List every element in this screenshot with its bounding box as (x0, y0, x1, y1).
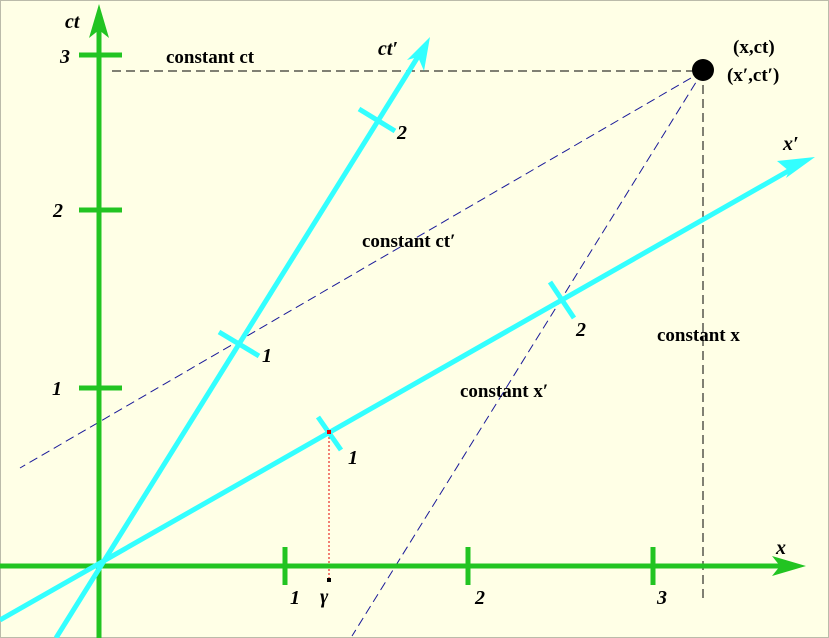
ct-prime-tick-1 (217, 329, 261, 359)
constant-ct-caption: constant ct (166, 47, 255, 68)
event-rest-coords: (x,ct) (733, 37, 775, 58)
constant-ct-prime-line (19, 70, 704, 469)
x-prime-tick-label-2: 2 (575, 319, 586, 341)
ct-prime-tick-label-2: 2 (396, 122, 407, 144)
ct-tick-label-2: 2 (52, 200, 63, 222)
constant-x-prime-caption: constant x′ (460, 381, 548, 402)
ct-prime-axis (53, 53, 422, 638)
x-prime-axis-arrowhead (777, 157, 815, 178)
constant-ct-prime-caption: constant ct′ (362, 231, 455, 252)
ct-prime-tick-2 (357, 106, 397, 134)
x-tick-label-2: 2 (474, 587, 485, 609)
ct-axis-arrowhead (89, 4, 109, 38)
ct-axis-label: ct (65, 11, 81, 33)
x-tick-label-3: 3 (656, 587, 667, 609)
gamma-label: γ (320, 586, 329, 608)
x-axis-label: x (775, 537, 786, 559)
x-prime-axis-label: x′ (782, 133, 799, 155)
event-point (692, 59, 714, 81)
ct-prime-tick-label-1: 1 (262, 345, 272, 367)
event-moving-coords: (x′,ct′) (727, 65, 779, 86)
constant-x-prime-line (351, 70, 704, 637)
x-axis-arrowhead (772, 556, 806, 576)
constant-x-caption: constant x (657, 325, 740, 346)
x-prime-tick-label-1: 1 (348, 447, 358, 469)
x-prime-tick-2 (547, 280, 577, 320)
ct-tick-label-1: 1 (52, 378, 62, 400)
gamma-marker-bottom (327, 578, 331, 582)
x-prime-axis (0, 167, 792, 623)
ct-tick-label-3: 3 (59, 46, 70, 68)
ct-prime-axis-arrowhead (407, 37, 430, 71)
gamma-marker-top (327, 430, 331, 434)
ct-prime-axis-label: ct′ (378, 38, 398, 60)
x-tick-label-1: 1 (290, 587, 300, 609)
